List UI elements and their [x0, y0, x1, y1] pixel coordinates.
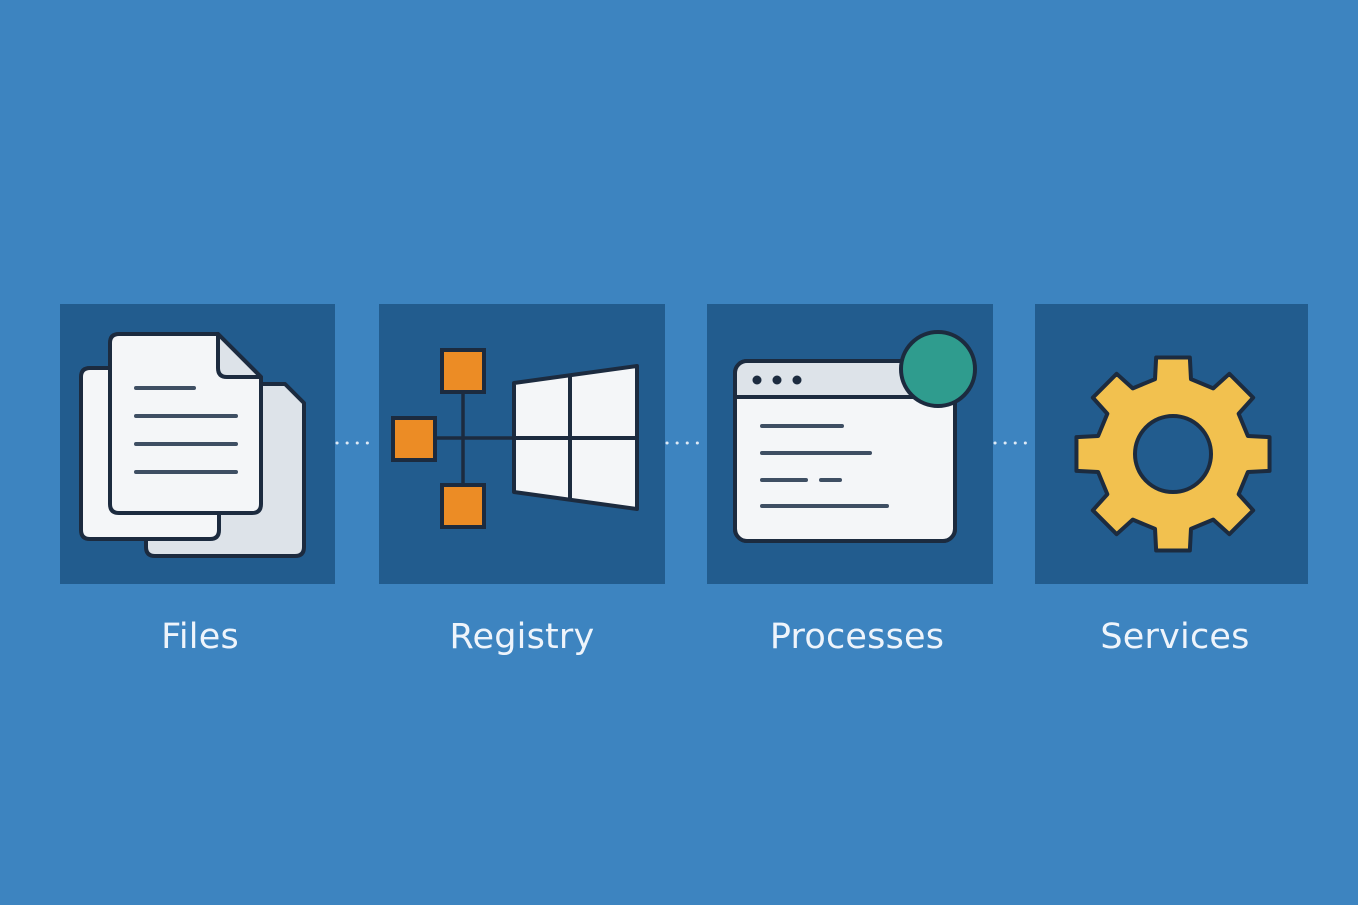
processes-tile	[707, 304, 993, 584]
documents-icon	[60, 304, 335, 584]
gear-icon	[1035, 304, 1308, 584]
files-tile	[60, 304, 335, 584]
app-window-icon	[707, 304, 993, 584]
connector-files-registry	[335, 440, 379, 446]
services-tile	[1035, 304, 1308, 584]
step-label-services: Services	[1100, 617, 1250, 657]
registry-tile	[379, 304, 665, 584]
registry-tree-icon	[379, 304, 665, 584]
connector-registry-processes	[665, 440, 707, 446]
step-label-files: Files	[161, 617, 239, 657]
step-label-registry: Registry	[449, 617, 595, 657]
connector-processes-services	[993, 440, 1035, 446]
step-label-processes: Processes	[769, 617, 945, 657]
